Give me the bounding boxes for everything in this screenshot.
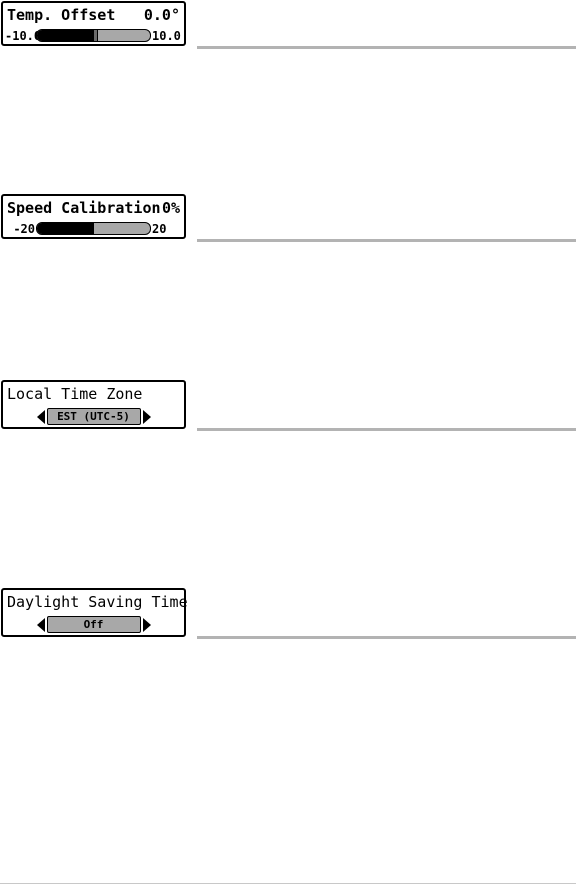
daylight-saving-time-menu[interactable]: Daylight Saving Time Off	[1, 588, 188, 637]
chevron-left-icon[interactable]	[36, 617, 45, 632]
section-divider	[197, 239, 576, 242]
local-time-zone-title: Local Time Zone	[7, 385, 143, 403]
temp-offset-max-label: 10.0	[152, 28, 181, 43]
temp-offset-slider-row: -10.0 10.0	[3, 27, 184, 44]
temp-offset-slider-fill	[37, 30, 94, 41]
temp-offset-slider[interactable]	[36, 29, 151, 42]
daylight-saving-time-title-row: Daylight Saving Time	[3, 590, 188, 614]
temp-offset-title: Temp. Offset	[7, 6, 116, 24]
temp-offset-title-row: Temp. Offset 0.0°	[3, 3, 184, 27]
speed-calibration-min-label: -20	[13, 221, 35, 236]
local-time-zone-selector: EST (UTC-5)	[3, 406, 184, 427]
speed-calibration-slider-fill	[37, 223, 94, 234]
daylight-saving-time-value[interactable]: Off	[46, 616, 141, 633]
speed-calibration-value: 0%	[161, 199, 180, 217]
speed-calibration-slider[interactable]	[36, 222, 151, 235]
speed-calibration-menu[interactable]: Speed Calibration 0% -20 20	[1, 194, 186, 239]
temp-offset-min-label: -10.0	[5, 28, 42, 43]
daylight-saving-time-title: Daylight Saving Time	[7, 593, 188, 611]
local-time-zone-title-row: Local Time Zone	[3, 382, 184, 406]
speed-calibration-title-row: Speed Calibration 0%	[3, 196, 184, 220]
section-divider	[197, 636, 576, 639]
section-divider	[197, 46, 576, 49]
temp-offset-menu[interactable]: Temp. Offset 0.0° -10.0 10.0	[1, 1, 186, 46]
local-time-zone-value[interactable]: EST (UTC-5)	[46, 408, 141, 425]
temp-offset-value: 0.0°	[143, 6, 180, 24]
temp-offset-slider-knob[interactable]	[92, 30, 98, 41]
chevron-right-icon[interactable]	[142, 409, 151, 424]
chevron-left-icon[interactable]	[36, 409, 45, 424]
section-divider	[197, 428, 576, 431]
speed-calibration-slider-row: -20 20	[3, 220, 184, 237]
local-time-zone-menu[interactable]: Local Time Zone EST (UTC-5)	[1, 380, 186, 429]
speed-calibration-max-label: 20	[152, 221, 167, 236]
chevron-right-icon[interactable]	[142, 617, 151, 632]
speed-calibration-title: Speed Calibration	[7, 199, 161, 217]
page-bottom-rule	[0, 883, 576, 884]
daylight-saving-time-selector: Off	[3, 614, 184, 635]
